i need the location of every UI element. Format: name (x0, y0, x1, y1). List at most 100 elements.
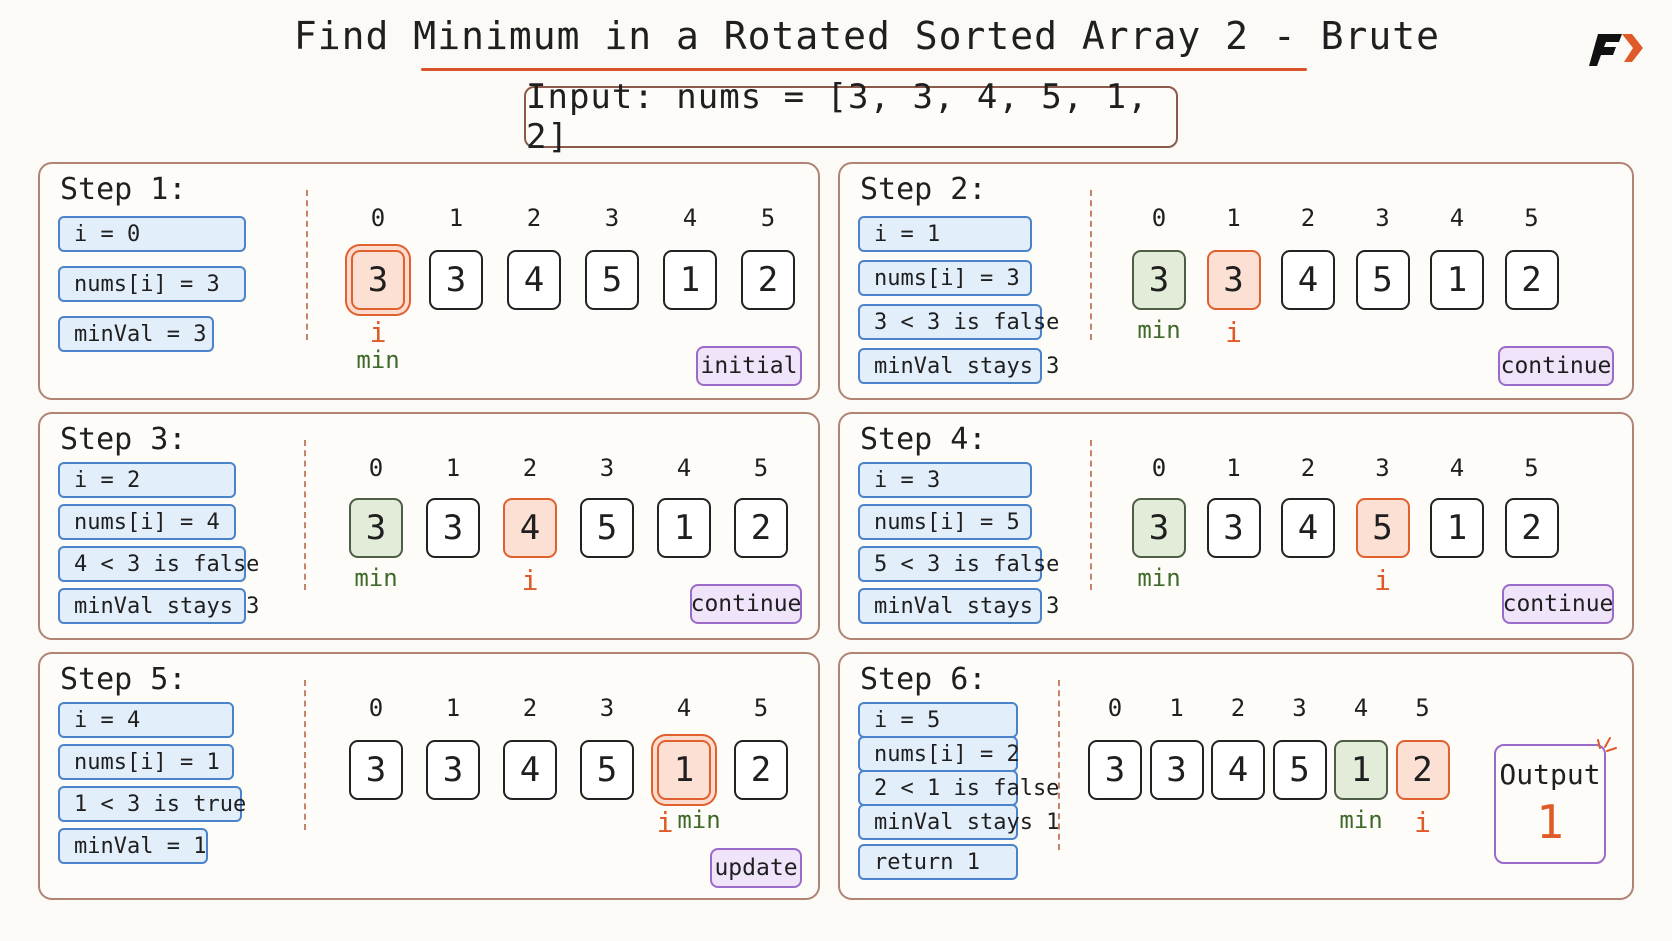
array-index: 5 (1415, 694, 1430, 722)
array-cell: 4 (503, 498, 557, 558)
variable-box: i = 5 (858, 702, 1018, 738)
variable-box: minVal stays 1 (858, 804, 1059, 840)
array-cell: 1 (1430, 250, 1484, 310)
step-title: Step 6: (860, 662, 987, 697)
array-index: 3 (599, 694, 615, 722)
array-cell: 3 (1206, 498, 1261, 558)
variable-box: 1 < 3 is true (58, 786, 246, 822)
array-index: 4 (1353, 694, 1369, 722)
array-index: 2 (526, 204, 542, 232)
array-index: 2 (1300, 204, 1316, 232)
array-index: 3 (1375, 204, 1390, 232)
array-cell: 1 (657, 740, 711, 800)
pointer-min-label: min (1137, 316, 1181, 344)
array-index: 5 (1524, 454, 1539, 482)
array-cell: 3 (351, 250, 405, 310)
array-cell: 4 (1211, 740, 1265, 800)
array-cell: 3 (426, 740, 480, 800)
variable-box: 3 < 3 is false (858, 304, 1059, 340)
array-cell: 3 (426, 498, 480, 558)
step-title: Step 3: (60, 422, 187, 457)
array-index: 1 (445, 454, 461, 482)
step-title: Step 2: (860, 172, 987, 207)
sparkle-icon (1597, 737, 1617, 752)
step-title: Step 4: (860, 422, 987, 457)
array-index: 0 (1151, 454, 1167, 482)
array-cell: 1 (657, 498, 711, 558)
variable-box: return 1 (858, 844, 1018, 880)
array-index: 0 (368, 694, 384, 722)
array-index: 0 (1107, 694, 1123, 722)
variable-box: nums[i] = 4 (58, 504, 236, 540)
variable-box: i = 2 (58, 462, 236, 498)
dashed-divider (1090, 190, 1092, 340)
array-index: 1 (445, 694, 461, 722)
array-cell: 2 (1504, 498, 1559, 558)
pointer-i-label: i (1414, 806, 1431, 839)
array-cell: 5 (1355, 250, 1410, 310)
array-cell: 3 (1088, 740, 1142, 800)
array-cell: 1 (663, 250, 717, 310)
variable-box: nums[i] = 3 (58, 266, 246, 302)
variable-box: i = 1 (858, 216, 1032, 252)
dashed-divider (304, 440, 306, 590)
array-index: 1 (1226, 454, 1241, 482)
variable-box: minVal stays 3 (858, 588, 1059, 624)
pointer-min-label: min (356, 346, 400, 374)
array-index: 4 (1449, 204, 1465, 232)
array-cell: 3 (1132, 250, 1186, 310)
step-tag: update (710, 848, 802, 888)
brand-logo-icon (1589, 34, 1643, 66)
pointer-min-label: min (1339, 806, 1383, 834)
step-tag: continue (1498, 346, 1614, 386)
pointer-min-label: min (354, 564, 398, 592)
array-cell: 2 (741, 250, 795, 310)
array-index: 1 (1226, 204, 1241, 232)
variable-box: minVal = 1 (58, 828, 208, 864)
array-cell: 1 (1430, 498, 1484, 558)
dashed-divider (1090, 440, 1092, 590)
step-panel-5: Step 5: i = 4 nums[i] = 1 1 < 3 is true minV… (38, 652, 820, 900)
variable-box: minVal stays 3 (58, 588, 259, 624)
step-tag: initial (696, 346, 802, 386)
variable-box: nums[i] = 1 (58, 744, 234, 780)
array-cell: 3 (1132, 498, 1186, 558)
title-underline (421, 68, 1307, 71)
array-index: 3 (599, 454, 615, 482)
pointer-i-label: i (1225, 316, 1242, 349)
input-box: Input: nums = [3, 3, 4, 5, 1, 2] (524, 77, 1178, 157)
variable-box: i = 0 (58, 216, 246, 252)
array-cell: 2 (734, 498, 788, 558)
array-cell: 3 (349, 498, 403, 558)
array-index: 3 (1292, 694, 1307, 722)
array-index: 4 (676, 454, 692, 482)
step-title: Step 5: (60, 662, 187, 697)
variable-box: nums[i] = 2 (858, 736, 1020, 772)
pointer-min-label: min (1137, 564, 1181, 592)
step-tag: continue (690, 584, 802, 624)
array-cell: 5 (580, 740, 634, 800)
pointer-i-label: i (656, 806, 674, 839)
array-cell: 5 (1355, 498, 1410, 558)
array-cell: 4 (1281, 498, 1335, 558)
array-index: 5 (1524, 204, 1539, 232)
array-cell: 5 (1272, 740, 1327, 800)
pointer-i-label: i (1374, 564, 1391, 597)
array-index: 5 (753, 454, 769, 482)
variable-box: i = 3 (858, 462, 1032, 498)
pointer-i-label: i (521, 564, 539, 597)
dashed-divider (1058, 680, 1060, 850)
array-cell: 4 (1281, 250, 1335, 310)
array-cell: 3 (1149, 740, 1204, 800)
step-title: Step 1: (60, 172, 187, 207)
variable-box: nums[i] = 5 (858, 504, 1032, 540)
dashed-divider (304, 680, 306, 830)
array-cell: 5 (580, 498, 634, 558)
array-index: 4 (676, 694, 692, 722)
output-value: 1 (1536, 795, 1564, 849)
variable-box: i = 4 (58, 702, 234, 738)
